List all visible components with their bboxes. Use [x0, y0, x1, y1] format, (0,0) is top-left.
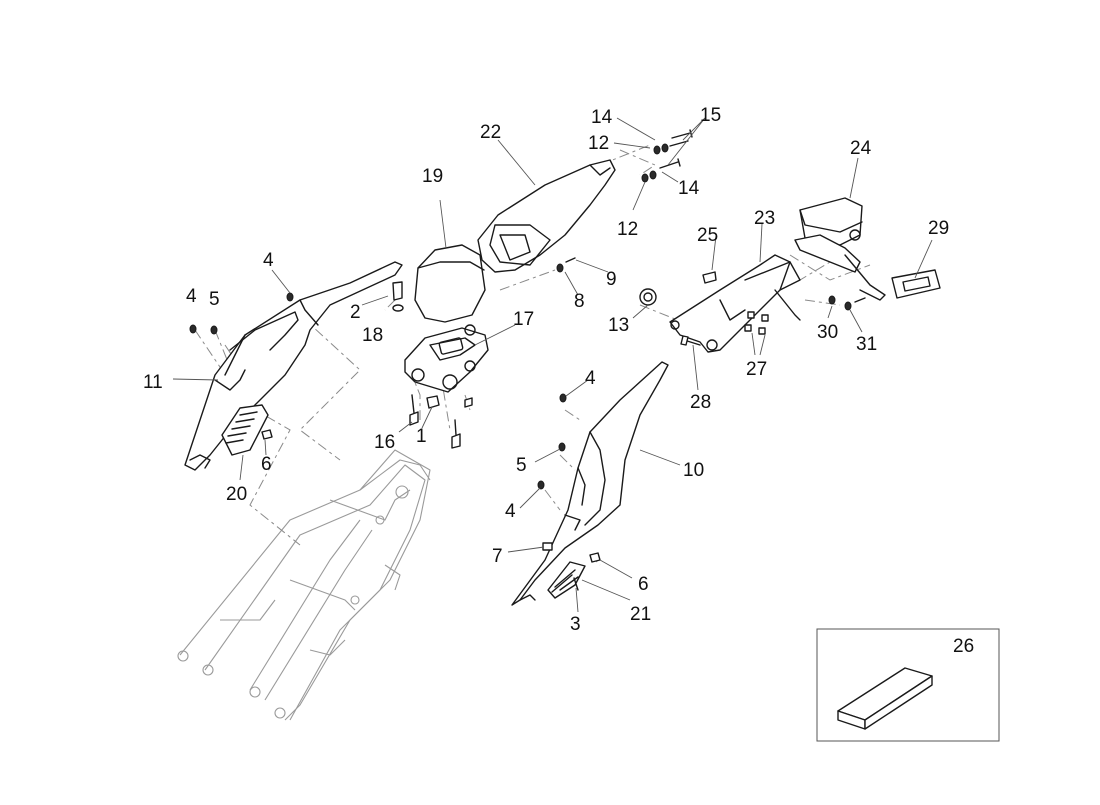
label-6-left: 6 [261, 454, 272, 475]
label-31: 31 [856, 334, 877, 355]
label-15: 15 [700, 105, 721, 126]
label-21: 21 [630, 604, 651, 625]
right-side-fairing [511, 361, 669, 606]
left-passenger-footrest [221, 404, 273, 456]
passenger-seat [414, 244, 486, 323]
label-14-top: 14 [591, 107, 613, 128]
seat-lock-fasteners [392, 281, 473, 449]
label-22: 22 [480, 122, 501, 143]
rear-mudguard-bracket [669, 254, 801, 353]
label-23: 23 [754, 208, 775, 229]
license-plate-light [891, 269, 941, 299]
top-hardware [556, 129, 693, 273]
label-18: 18 [362, 325, 383, 346]
label-12-bottom: 12 [617, 219, 638, 240]
label-6-right: 6 [638, 574, 649, 595]
label-1: 1 [416, 426, 427, 447]
label-29: 29 [928, 218, 949, 239]
tail-light-unit [794, 197, 886, 301]
label-10: 10 [683, 460, 704, 481]
washers-30-31 [828, 295, 866, 311]
rubber-caps [639, 271, 717, 306]
label-3: 3 [570, 614, 581, 635]
label-5-left: 5 [209, 289, 220, 310]
label-16: 16 [374, 432, 395, 453]
label-17: 17 [513, 309, 534, 330]
seat-lock-bracket [404, 324, 489, 393]
label-9: 9 [606, 269, 617, 290]
screws-27 [744, 311, 769, 335]
label-27: 27 [746, 359, 767, 380]
foam-pad-26 [837, 667, 933, 730]
label-19: 19 [422, 166, 443, 187]
label-25: 25 [697, 225, 718, 246]
label-20: 20 [226, 484, 247, 505]
label-28: 28 [690, 392, 711, 413]
label-24: 24 [850, 138, 872, 159]
label-12-top: 12 [588, 133, 609, 154]
inset-frame [816, 628, 1000, 742]
right-passenger-footrest [547, 561, 586, 599]
rear-subframe [177, 449, 431, 721]
label-26: 26 [953, 636, 974, 657]
side-panel-clips [189, 292, 601, 591]
part-number-labels: 1 2 3 4 4 4 4 5 5 6 6 7 8 9 10 11 12 12 … [143, 105, 974, 657]
label-4-left: 4 [186, 286, 197, 307]
label-2: 2 [350, 302, 361, 323]
label-5-right: 5 [516, 455, 527, 476]
leader-lines [172, 117, 933, 613]
label-7: 7 [492, 546, 503, 567]
label-8: 8 [574, 291, 585, 312]
label-30: 30 [817, 322, 838, 343]
label-14-right: 14 [678, 178, 700, 199]
label-13: 13 [608, 315, 629, 336]
label-11: 11 [143, 372, 163, 393]
bolt-28 [680, 335, 701, 346]
label-4-left-top: 4 [263, 250, 274, 271]
accessory-inset [816, 628, 1000, 742]
label-4-right: 4 [505, 501, 516, 522]
label-4-right-top: 4 [585, 368, 596, 389]
tail-cowl [477, 159, 616, 273]
